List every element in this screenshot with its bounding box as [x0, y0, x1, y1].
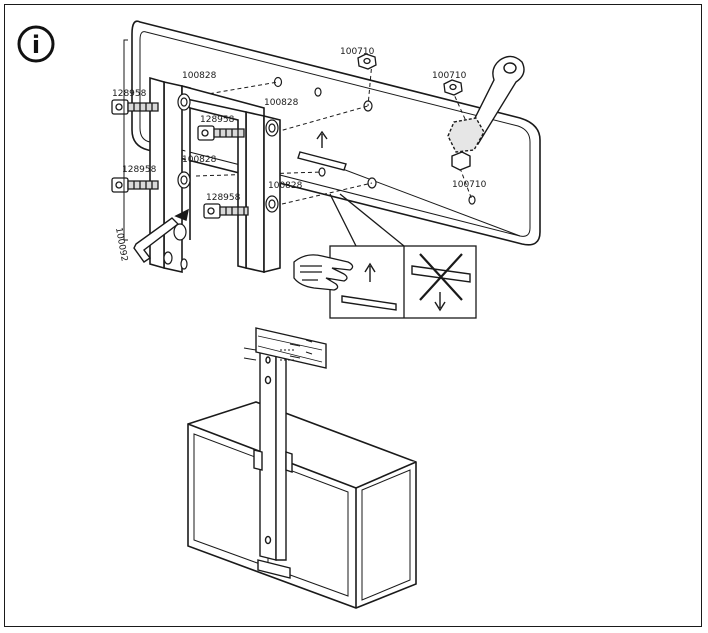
label-allen-key: 100092 — [113, 227, 129, 263]
small-bolts — [243, 339, 313, 361]
label-nut-a: 100710 — [340, 47, 375, 57]
bolt-group-bracket — [123, 39, 128, 241]
label-nut-b: 100710 — [432, 71, 467, 81]
up-arrow-correct-icon — [341, 262, 397, 311]
info-icon: i — [17, 25, 55, 63]
nut-100710-left — [357, 53, 377, 70]
label-bolt-d: 128958 — [206, 193, 241, 203]
bolt-128958-c — [197, 125, 245, 141]
nut-100710-right — [443, 79, 463, 96]
bolt-128958-d — [203, 203, 249, 219]
cabinet — [187, 401, 417, 609]
label-bolt-a: 128958 — [112, 89, 147, 99]
label-nut-c: 100710 — [452, 180, 487, 190]
hand-icon — [293, 254, 354, 291]
label-bolt-c: 128958 — [200, 115, 235, 125]
svg-text:i: i — [32, 31, 40, 59]
wrench-icon — [447, 55, 525, 171]
tv-stand-post — [253, 327, 327, 579]
label-washer-b: 100828 — [264, 98, 299, 108]
vertical-post-front — [179, 84, 281, 274]
label-washer-c: 100828 — [182, 155, 217, 165]
allen-key-icon — [133, 208, 189, 263]
post-holes — [163, 93, 279, 270]
incorrect-orientation-icon — [411, 253, 471, 312]
label-bolt-b: 128958 — [122, 165, 157, 175]
up-arrow-marker — [297, 130, 347, 171]
detail-callout — [329, 193, 477, 319]
label-washer-a: 100828 — [182, 71, 217, 81]
label-washer-d: 100828 — [268, 181, 303, 191]
